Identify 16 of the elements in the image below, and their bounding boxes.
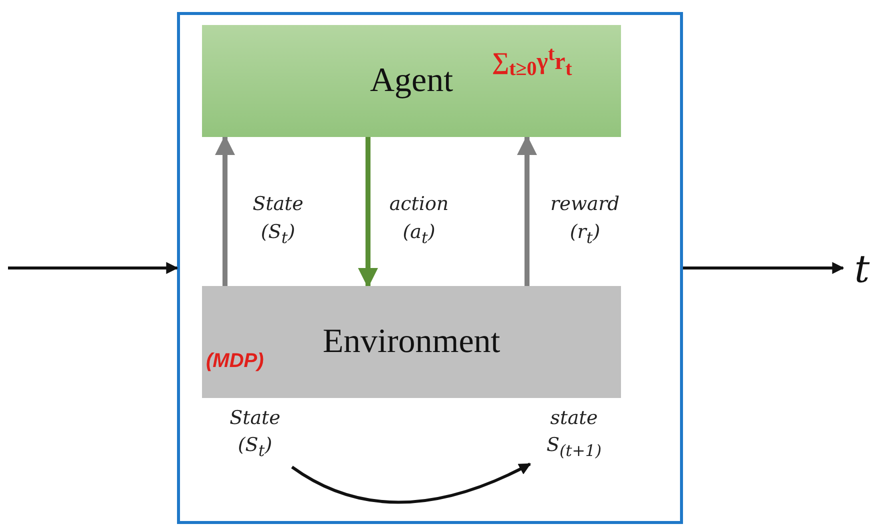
box-title: Environment <box>322 323 500 361</box>
arrow <box>517 135 537 286</box>
state-label: state S$_{(t+1)}$ <box>545 406 603 462</box>
box-title: Agent <box>370 62 454 100</box>
agent-box <box>202 25 621 137</box>
arrow <box>358 137 378 288</box>
arrow <box>291 462 532 504</box>
state-label: State (S$_{t}$) <box>228 406 282 462</box>
axis-label: t <box>854 250 870 288</box>
box-note: (MDP) <box>206 350 264 373</box>
arrow <box>8 262 178 274</box>
frame-box <box>177 12 683 524</box>
arrow <box>683 262 844 274</box>
formula: ∑$_{t≥0}$γ$^{t}$r$_{t}$ <box>492 43 572 81</box>
environment-box <box>202 286 621 398</box>
arrow <box>215 135 235 286</box>
